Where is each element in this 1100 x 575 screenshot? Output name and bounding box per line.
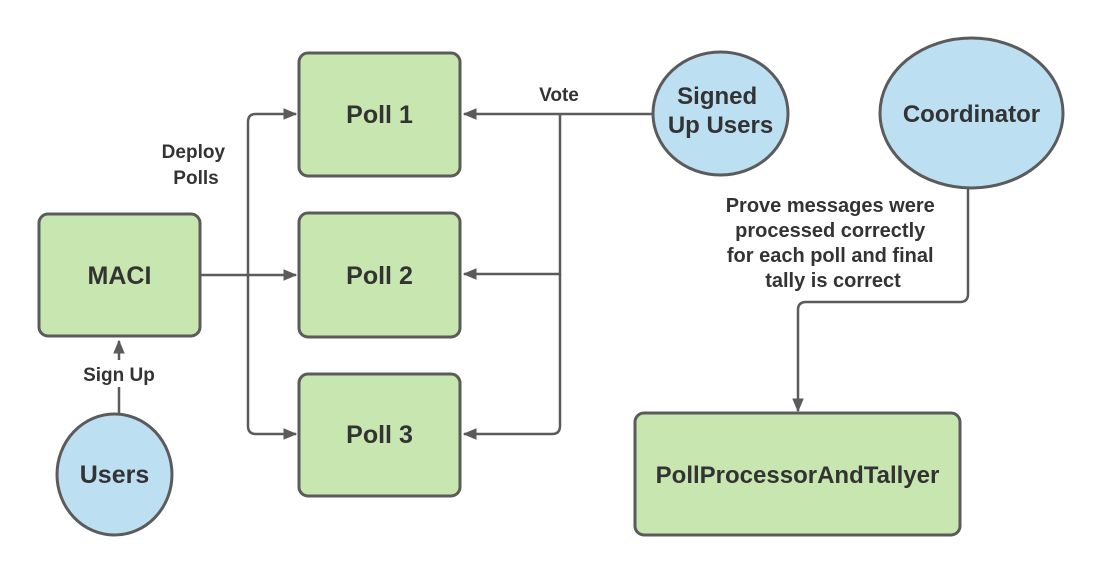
users-node <box>55 412 174 537</box>
prove-edge-label-line-4: tally is correct <box>765 270 901 292</box>
edge-prove <box>798 188 970 411</box>
poll-3-node <box>297 372 462 498</box>
signed-up-users-label-line-1: Signed <box>677 83 757 110</box>
edge-deploy-poll-1 <box>246 114 296 275</box>
poll-2-node <box>297 211 462 339</box>
maci-label: MACI <box>88 262 152 290</box>
coordinator-label: Coordinator <box>903 101 1040 128</box>
deploy-polls-edge-label-line-2: Polls <box>173 168 218 189</box>
coordinator-node <box>878 36 1065 190</box>
edge-deploy-poll-3 <box>246 275 296 434</box>
actor-node-group <box>55 36 1065 537</box>
poll-2-label: Poll 2 <box>346 262 413 290</box>
deploy-polls-edge-label-line-1: Deploy <box>162 142 226 163</box>
edge-vote-poll-2 <box>464 114 562 274</box>
contract-node-group <box>37 51 962 537</box>
signed-up-users-node <box>651 50 790 177</box>
users-label: Users <box>80 461 150 489</box>
poll-processor-and-tallyer-label: PollProcessorAndTallyer <box>656 462 940 489</box>
edge-group <box>119 114 970 434</box>
prove-edge-label: Prove messages were processed correctly … <box>726 195 941 292</box>
sign-up-edge-label: Sign Up <box>83 365 155 386</box>
poll-1-node <box>297 51 462 178</box>
prove-edge-label-line-1: Prove messages were <box>726 195 935 217</box>
prove-edge-label-line-2: processed correctly <box>735 220 926 242</box>
maci-node <box>37 212 202 338</box>
signed-up-users-label: Signed Up Users <box>668 83 773 139</box>
signed-up-users-label-line-2: Up Users <box>668 112 773 139</box>
poll-processor-and-tallyer-node <box>633 411 962 537</box>
poll-1-label: Poll 1 <box>346 101 413 129</box>
prove-edge-label-line-3: for each poll and final <box>727 245 934 267</box>
sign-up-label-backdrop <box>76 360 162 387</box>
vote-edge-label: Vote <box>539 85 579 106</box>
edge-vote-poll-3 <box>464 274 562 434</box>
poll-3-label: Poll 3 <box>346 421 413 449</box>
deploy-polls-edge-label: Deploy Polls <box>162 142 231 189</box>
